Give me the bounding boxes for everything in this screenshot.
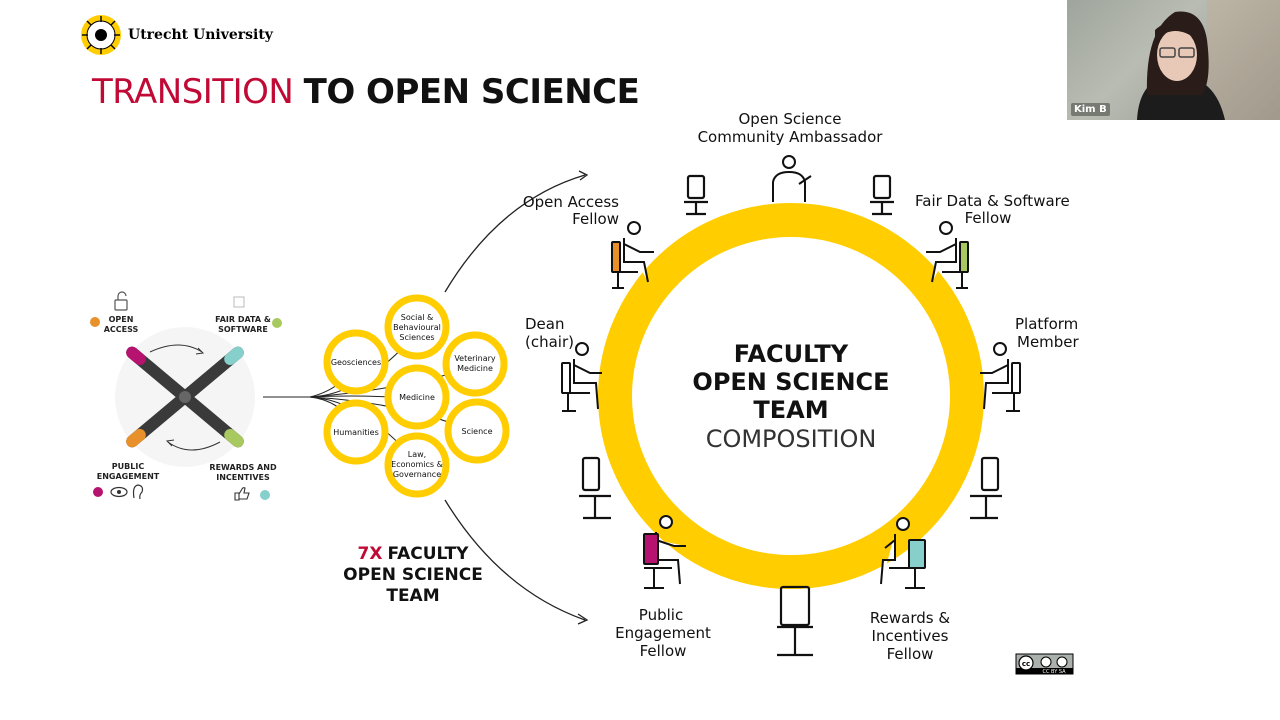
license-text: CC BY SA [1042, 669, 1066, 675]
public-engagement-person-icon [643, 515, 686, 589]
faculty-social-2: Behavioural [393, 323, 441, 332]
fan-lines [263, 339, 471, 456]
faculty-social-3: Sciences [399, 333, 434, 342]
role-rewards-2: Incentives [872, 627, 949, 645]
presenter-video [1137, 0, 1280, 120]
fair-data-dot [272, 318, 282, 328]
slide-title: TRANSITION TO OPEN SCIENCE [92, 72, 640, 112]
ring-geosciences [323, 329, 389, 395]
role-platform-1: Platform [1015, 315, 1078, 333]
chair-icon [970, 456, 1002, 520]
dean-person-icon [561, 342, 602, 412]
rewards-dot [260, 490, 270, 500]
team-circle-line2: OPEN SCIENCE [692, 368, 889, 396]
label-public-engagement-2: ENGAGEMENT [97, 472, 160, 481]
role-ambassador-1: Open Science [739, 110, 842, 128]
ring-medicine [384, 364, 450, 430]
role-rewards-1: Rewards & [870, 609, 950, 627]
ring-law [384, 432, 450, 498]
thumbs-up-icon [234, 487, 250, 501]
chair-icon [777, 585, 813, 657]
faculty-science: Science [461, 427, 492, 436]
chair-icon [579, 456, 611, 520]
faculty-team-line3: TEAM [386, 586, 439, 606]
label-public-engagement-1: PUBLIC [112, 462, 145, 471]
webcam-thumbnail[interactable]: Kim B [1067, 0, 1280, 120]
faculty-veterinary-2: Medicine [457, 364, 493, 373]
open-access-dot [90, 317, 100, 327]
lock-icon [114, 291, 128, 311]
role-open-access-2: Fellow [572, 210, 619, 228]
ring-veterinary [442, 331, 508, 397]
role-fair-data-2: Fellow [965, 209, 1012, 227]
label-rewards-2: INCENTIVES [216, 473, 270, 482]
seated-people [561, 155, 1021, 589]
rewards-person-icon [880, 517, 926, 589]
cc-license-badge: cc CC BY SA [1015, 653, 1074, 675]
role-rewards-3: Fellow [887, 645, 934, 663]
arrows [444, 170, 589, 625]
svg-text:cc: cc [1022, 660, 1030, 668]
faculty-team-line2: OPEN SCIENCE [343, 565, 483, 585]
faculty-geosciences: Geosciences [331, 358, 381, 367]
label-fair-data-1: FAIR DATA & [215, 315, 271, 324]
ring-social [384, 294, 450, 360]
ring-humanities [323, 399, 389, 465]
title-accent: TRANSITION [92, 72, 294, 112]
role-fair-data-1: Fair Data & Software [915, 192, 1070, 210]
faculty-law-2: Economics & [391, 460, 443, 469]
label-fair-data-2: SOFTWARE [218, 325, 268, 334]
ambassador-person-icon [772, 155, 812, 202]
team-circle-line1: FACULTY [734, 340, 849, 368]
university-logo: Utrecht University [80, 14, 273, 56]
logo-text: Utrecht University [128, 27, 273, 43]
ear-icon [132, 484, 144, 500]
role-dean-2: (chair) [525, 333, 574, 351]
role-platform-2: Member [1017, 333, 1080, 351]
empty-chairs [579, 174, 1002, 657]
faculty-team-word: FACULTY [387, 544, 469, 564]
eye-icon [110, 486, 128, 498]
role-open-access-1: Open Access [523, 193, 619, 211]
faculty-team-count: 7X [358, 544, 383, 564]
chair-icon [870, 174, 894, 216]
faculty-law-1: Law, [408, 450, 426, 459]
open-access-person-icon [611, 221, 654, 289]
role-dean-1: Dean [525, 315, 564, 333]
label-open-access-1: OPEN [109, 315, 134, 324]
role-ambassador-2: Community Ambassador [698, 128, 884, 146]
role-public-engagement-3: Fellow [640, 642, 687, 660]
faculty-law-3: Governance [393, 470, 441, 479]
label-open-access-2: ACCESS [104, 325, 139, 334]
role-public-engagement-1: Public [639, 606, 683, 624]
faculty-medicine: Medicine [399, 393, 435, 402]
faculty-humanities: Humanities [333, 428, 379, 437]
faculty-veterinary-1: Veterinary [454, 354, 496, 363]
faculty-rings [323, 294, 510, 498]
ring-science [444, 398, 510, 464]
label-rewards-1: REWARDS AND [209, 463, 277, 472]
propeller-graphic [115, 327, 255, 467]
team-ring [598, 203, 984, 589]
sun-seal-icon [81, 15, 121, 55]
participant-name: Kim B [1071, 103, 1110, 116]
platform-member-person-icon [980, 342, 1021, 412]
faculty-social-1: Social & [401, 313, 434, 322]
team-circle-line3: TEAM [753, 396, 828, 424]
fair-data-person-icon [926, 221, 969, 289]
team-circle-labels: FACULTY OPEN SCIENCE TEAM COMPOSITION [692, 340, 889, 453]
data-icon [233, 296, 245, 308]
role-public-engagement-2: Engagement [615, 624, 711, 642]
faculty-labels: Social & Behavioural Sciences Geoscience… [331, 313, 496, 479]
chair-icon [684, 174, 708, 216]
title-rest: TO OPEN SCIENCE [303, 72, 640, 112]
team-circle-line4: COMPOSITION [706, 425, 877, 453]
role-labels: Open Science Community Ambassador Open A… [523, 110, 1080, 663]
public-engagement-dot [93, 487, 103, 497]
